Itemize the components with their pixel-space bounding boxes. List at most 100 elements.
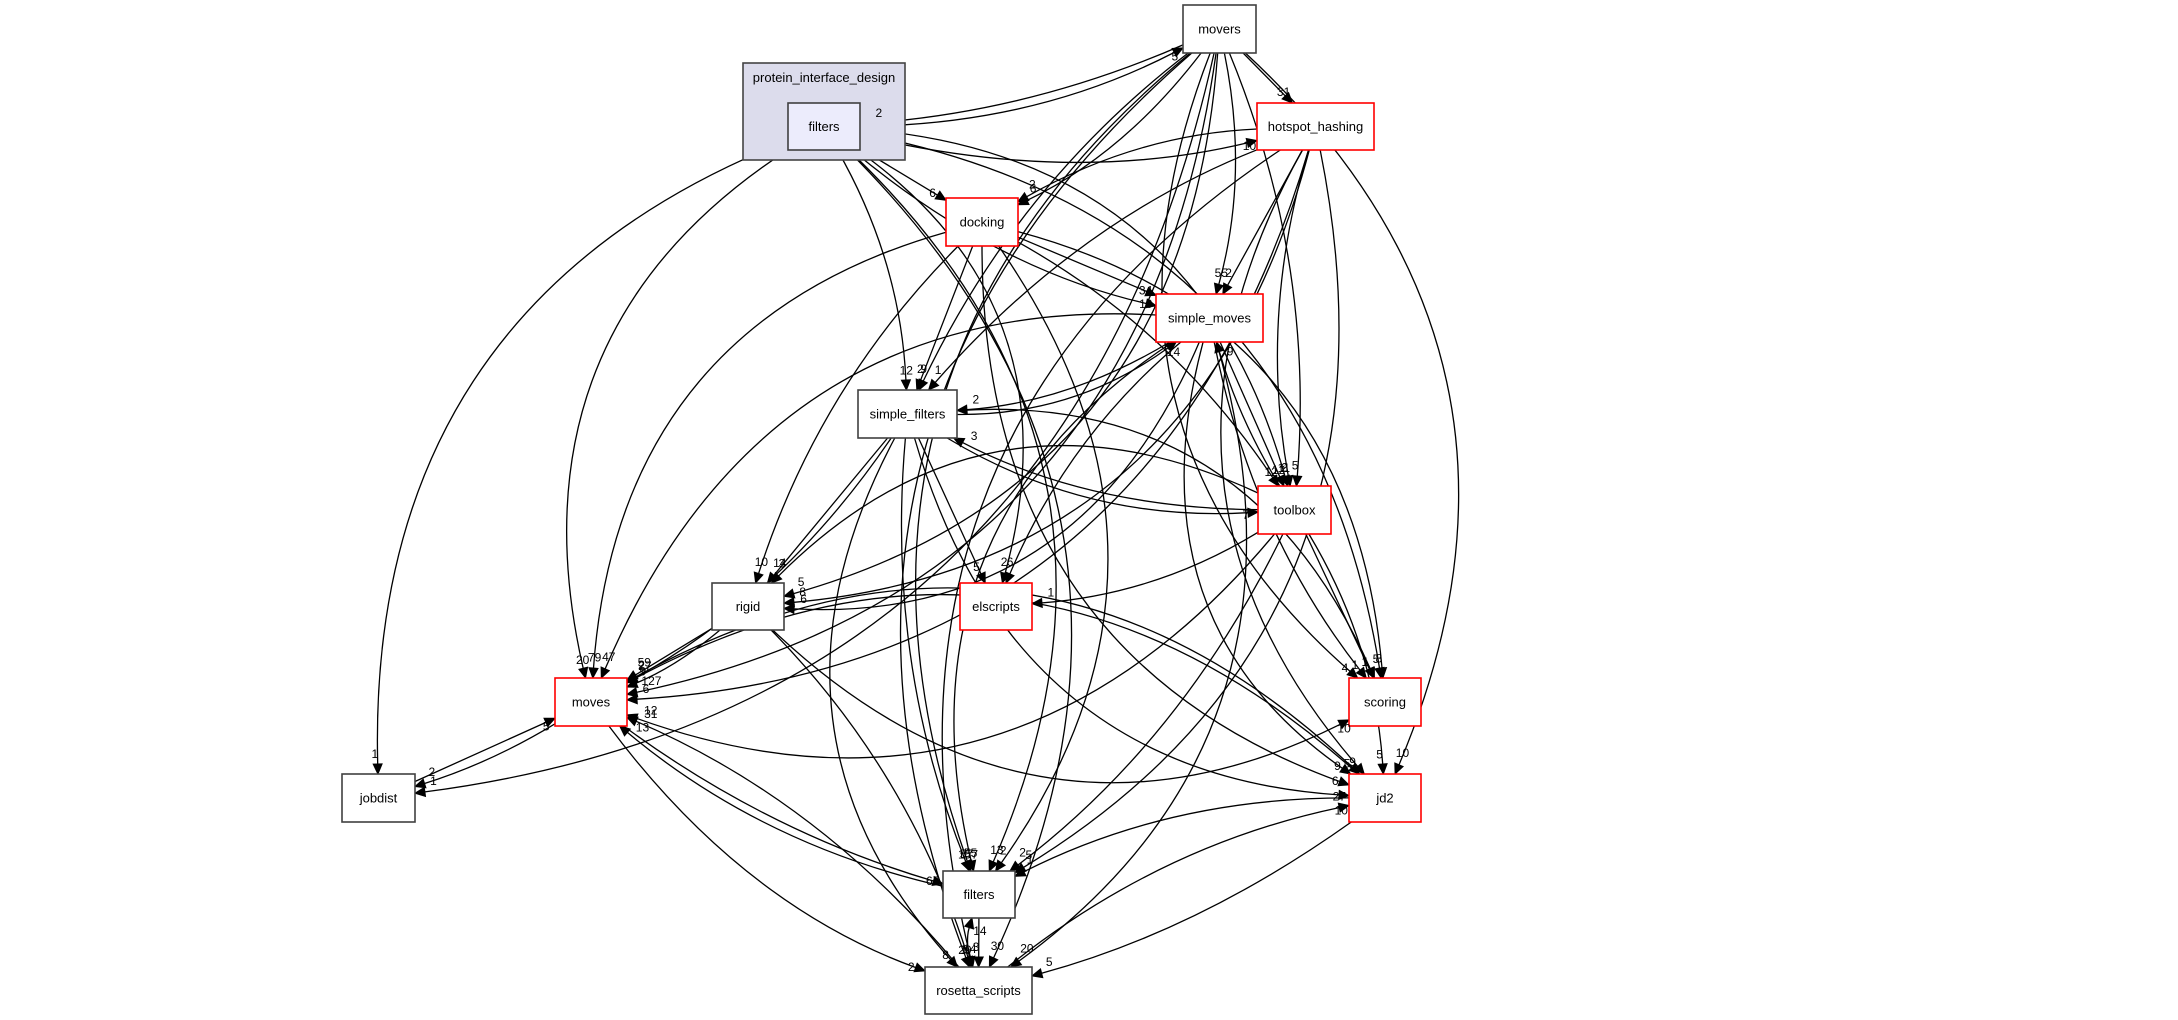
edge-label[interactable]: 5: [1344, 756, 1351, 770]
edge-label[interactable]: 9: [1227, 345, 1234, 359]
edge-label[interactable]: 8: [942, 948, 949, 962]
edge-label[interactable]: 10: [1139, 297, 1153, 311]
node-pid-filters[interactable]: filters: [787, 102, 861, 151]
edge-label[interactable]: 30: [991, 939, 1005, 953]
edge-label[interactable]: 13: [990, 843, 1004, 857]
edge-docking-to-simple_moves[interactable]: [1017, 236, 1148, 293]
edge-label[interactable]: 55: [964, 846, 978, 860]
edge-label[interactable]: 7: [1242, 508, 1249, 522]
edge-label[interactable]: 11: [1278, 461, 1291, 475]
edge-docking-to-scoring[interactable]: [1017, 230, 1383, 669]
edge-label[interactable]: 12: [900, 363, 914, 377]
edge-label[interactable]: 1: [372, 747, 379, 761]
edge-docking-to-jd2[interactable]: [981, 245, 1340, 783]
node-docking[interactable]: docking: [945, 197, 1019, 247]
edge-label[interactable]: 1: [1361, 655, 1368, 669]
edge-simple_filters-to-toolbox[interactable]: [946, 437, 1249, 515]
edge-label[interactable]: 157: [958, 847, 978, 861]
edge-docking-to-rigid[interactable]: [757, 245, 959, 574]
edge-simple_filters-to-rigid[interactable]: [773, 437, 889, 576]
edge-pid_filters-to-movers[interactable]: [859, 51, 1175, 127]
edge-pid_filters-to-elscripts[interactable]: [856, 149, 1024, 574]
edge-label[interactable]: 4: [1342, 661, 1349, 675]
edge-label[interactable]: 14: [1167, 345, 1181, 359]
edge-movers-to-docking[interactable]: [1026, 52, 1202, 201]
edge-movers-to-rigid[interactable]: [793, 52, 1219, 595]
edge-docking-to-toolbox[interactable]: [1017, 241, 1274, 479]
edge-toolbox-to-simple_moves[interactable]: [1218, 351, 1281, 487]
edge-label[interactable]: 31: [644, 707, 658, 721]
edge-simple_moves-to-simple_filters[interactable]: [966, 341, 1171, 411]
edge-hotspot_hashing-to-moves[interactable]: [636, 149, 1310, 700]
edge-hotspot_hashing-to-simple_filters[interactable]: [934, 149, 1258, 383]
edge-label[interactable]: 10: [1396, 746, 1410, 760]
edge-label[interactable]: 5: [1373, 652, 1380, 666]
edge-simple_filters-to-filters[interactable]: [900, 437, 967, 862]
edge-label[interactable]: 20: [1020, 942, 1034, 956]
edge-label[interactable]: 14: [773, 556, 787, 570]
edge-simple_moves-to-moves[interactable]: [604, 313, 1157, 670]
edge-label[interactable]: 5: [543, 719, 550, 733]
edge-simple_moves-to-filters[interactable]: [953, 341, 1174, 862]
edge-label[interactable]: 9: [920, 362, 927, 376]
edge-rigid-to-moves[interactable]: [635, 627, 713, 676]
edge-label[interactable]: 27: [1333, 790, 1347, 804]
edge-label[interactable]: 2: [1001, 555, 1008, 569]
edge-label[interactable]: 31: [1277, 85, 1291, 99]
edge-label[interactable]: 14: [973, 924, 987, 938]
edge-label[interactable]: 29: [958, 943, 972, 957]
edge-simple_moves-to-rigid[interactable]: [793, 341, 1200, 611]
edge-simple_filters-to-scoring[interactable]: [956, 408, 1371, 670]
edge-simple_moves-to-elscripts[interactable]: [1009, 341, 1182, 575]
edge-movers-to-simple_moves[interactable]: [1218, 52, 1237, 285]
edge-label[interactable]: 6: [1030, 181, 1037, 195]
node-jd2[interactable]: jd2: [1348, 773, 1422, 823]
edge-movers-to-scoring[interactable]: [1161, 52, 1351, 672]
edge-hotspot_hashing-to-docking[interactable]: [1026, 128, 1258, 198]
edge-hotspot_hashing-to-rosetta_scripts[interactable]: [941, 149, 1281, 958]
edge-hotspot_hashing-to-rigid[interactable]: [793, 149, 1310, 603]
node-jobdist[interactable]: jobdist: [341, 773, 416, 823]
edge-label[interactable]: 10: [1337, 721, 1351, 735]
edge-pid_filters-to-filters[interactable]: [848, 149, 1057, 863]
edge-label[interactable]: 127: [641, 674, 661, 688]
edge-label[interactable]: 9: [640, 664, 647, 678]
edge-label[interactable]: 1: [961, 943, 968, 957]
edge-label[interactable]: 5: [973, 560, 980, 574]
edge-docking-to-simple_filters[interactable]: [919, 245, 974, 381]
edge-rigid-to-rosetta_scripts[interactable]: [770, 629, 969, 958]
edge-label[interactable]: 5: [1376, 748, 1383, 762]
edge-label[interactable]: 5: [1172, 50, 1179, 64]
edge-label[interactable]: 79: [588, 651, 602, 665]
edge-label[interactable]: 1: [1362, 655, 1369, 669]
edge-docking-to-moves[interactable]: [592, 231, 947, 669]
edge-pid_filters-to-toolbox[interactable]: [859, 128, 1286, 477]
edge-movers-to-jobdist[interactable]: [424, 52, 1215, 793]
edge-label[interactable]: 5: [1026, 848, 1033, 862]
edge-label[interactable]: 1: [1027, 853, 1034, 867]
node-moves[interactable]: moves: [554, 677, 628, 727]
edge-toolbox-to-elscripts[interactable]: [1041, 531, 1259, 604]
edge-jd2-to-filters[interactable]: [1023, 797, 1350, 873]
edge-label[interactable]: 2: [973, 392, 980, 406]
edge-simple_moves-to-jd2[interactable]: [1183, 341, 1343, 769]
edge-pid_filters-to-moves[interactable]: [566, 149, 789, 669]
edge-label[interactable]: 47: [602, 650, 616, 664]
edge-label[interactable]: 6: [1007, 555, 1014, 569]
edge-movers-to-hotspot_hashing[interactable]: [1242, 52, 1286, 97]
node-movers[interactable]: movers: [1182, 4, 1257, 54]
edge-pid_filters-to-hotspot_hashing[interactable]: [859, 134, 1248, 164]
edge-label[interactable]: 1: [1048, 586, 1055, 600]
edge-label[interactable]: 27: [638, 659, 652, 673]
edge-label[interactable]: 2: [908, 960, 915, 974]
edge-label[interactable]: 55: [1215, 266, 1229, 280]
edge-label[interactable]: 3: [779, 556, 786, 570]
edge-label[interactable]: 1: [1352, 658, 1359, 672]
edge-label[interactable]: 1: [430, 774, 437, 788]
edge-label[interactable]: 3: [971, 429, 978, 443]
edge-toolbox-to-scoring[interactable]: [1305, 533, 1370, 670]
edge-simple_moves-to-toolbox[interactable]: [1219, 341, 1281, 478]
edge-moves-to-jobdist[interactable]: [424, 723, 556, 785]
edge-label[interactable]: 57: [960, 847, 974, 861]
edge-label[interactable]: 10: [1335, 804, 1349, 818]
